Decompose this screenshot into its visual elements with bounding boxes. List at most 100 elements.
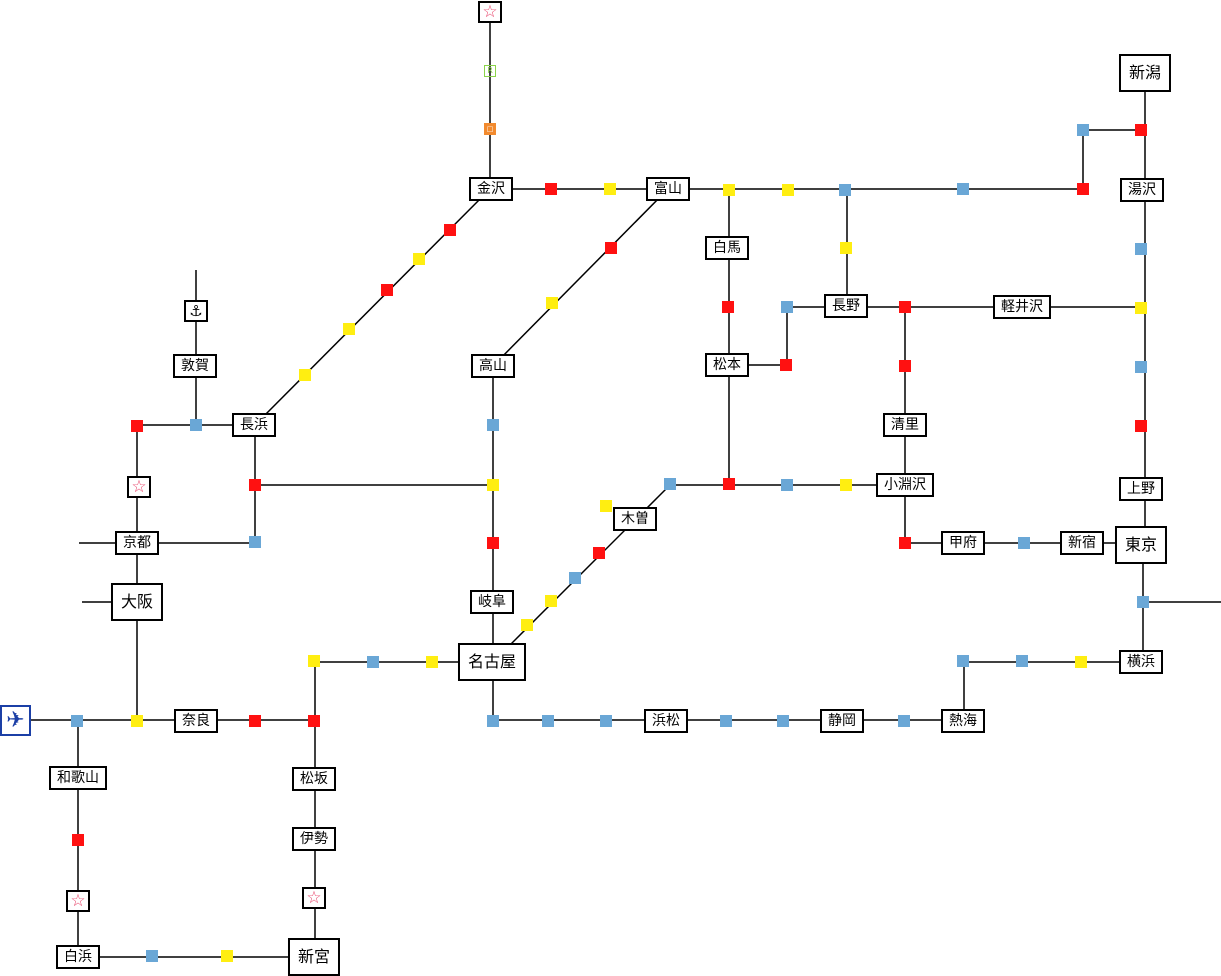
city-takayama[interactable]: 高山	[471, 354, 515, 378]
blue-stop[interactable]	[367, 656, 379, 668]
city-nagano[interactable]: 長野	[824, 294, 868, 318]
city-osaka[interactable]: 大阪	[110, 583, 164, 621]
blue-stop[interactable]	[71, 715, 83, 727]
city-kobuchizawa[interactable]: 小淵沢	[876, 473, 934, 497]
blue-stop[interactable]	[664, 478, 676, 490]
yellow-stop[interactable]	[545, 595, 557, 607]
city-kofu[interactable]: 甲府	[941, 531, 985, 555]
red-stop[interactable]	[545, 183, 557, 195]
city-hakuba[interactable]: 白馬	[705, 236, 749, 260]
city-nara[interactable]: 奈良	[174, 709, 218, 733]
city-kiso[interactable]: 木曽	[613, 507, 657, 531]
yellow-stop[interactable]	[1075, 656, 1087, 668]
yellow-stop[interactable]	[600, 500, 612, 512]
red-stop[interactable]	[1135, 124, 1147, 136]
yellow-stop[interactable]	[604, 183, 616, 195]
red-stop[interactable]	[487, 537, 499, 549]
city-ueno[interactable]: 上野	[1119, 477, 1163, 501]
yellow-stop[interactable]	[782, 184, 794, 196]
yellow-stop[interactable]	[546, 297, 558, 309]
blue-stop[interactable]	[1018, 537, 1030, 549]
yellow-stop[interactable]	[413, 253, 425, 265]
blue-stop[interactable]	[569, 572, 581, 584]
star-station[interactable]: ☆	[66, 890, 90, 912]
airport-station[interactable]: ✈	[0, 705, 31, 736]
yellow-stop[interactable]	[131, 715, 143, 727]
red-stop[interactable]	[899, 360, 911, 372]
city-shirahama[interactable]: 白浜	[56, 945, 100, 969]
yellow-stop[interactable]	[221, 950, 233, 962]
star-station[interactable]: ☆	[302, 887, 326, 909]
red-stop[interactable]	[444, 224, 456, 236]
blue-stop[interactable]	[1016, 655, 1028, 667]
blue-stop[interactable]	[487, 715, 499, 727]
star-station[interactable]: ☆	[478, 1, 502, 23]
port-station[interactable]: ⚓	[184, 300, 208, 322]
city-toyama[interactable]: 富山	[646, 177, 690, 201]
red-stop[interactable]	[249, 715, 261, 727]
yellow-stop[interactable]	[723, 184, 735, 196]
city-atami[interactable]: 熱海	[941, 709, 985, 733]
yellow-stop[interactable]	[487, 479, 499, 491]
blue-stop[interactable]	[957, 655, 969, 667]
star-station[interactable]: ☆	[127, 476, 151, 498]
red-stop[interactable]	[899, 537, 911, 549]
red-stop[interactable]	[249, 479, 261, 491]
city-niigata[interactable]: 新潟	[1118, 54, 1172, 92]
blue-stop[interactable]	[839, 184, 851, 196]
city-matsumoto[interactable]: 松本	[705, 353, 749, 377]
blue-stop[interactable]	[1135, 243, 1147, 255]
city-yokohama[interactable]: 横浜	[1119, 650, 1163, 674]
yellow-stop[interactable]	[308, 655, 320, 667]
city-karuizawa[interactable]: 軽井沢	[993, 295, 1051, 319]
city-kiyosato[interactable]: 清里	[883, 413, 927, 437]
blue-stop[interactable]	[1077, 124, 1089, 136]
red-stop[interactable]	[899, 301, 911, 313]
blue-stop[interactable]	[146, 950, 158, 962]
yellow-stop[interactable]	[1135, 302, 1147, 314]
red-stop[interactable]	[722, 301, 734, 313]
city-tsuruga[interactable]: 敦賀	[173, 354, 217, 378]
blue-stop[interactable]	[781, 479, 793, 491]
blue-stop[interactable]	[898, 715, 910, 727]
yellow-stop[interactable]	[299, 369, 311, 381]
blue-stop[interactable]	[781, 301, 793, 313]
city-yuzawa[interactable]: 湯沢	[1120, 178, 1164, 202]
yellow-stop[interactable]	[521, 619, 533, 631]
yellow-stop[interactable]	[840, 479, 852, 491]
red-stop[interactable]	[308, 715, 320, 727]
city-shingu[interactable]: 新宮	[287, 938, 341, 976]
blue-stop[interactable]	[1135, 361, 1147, 373]
red-stop[interactable]	[381, 284, 393, 296]
yellow-stop[interactable]	[426, 656, 438, 668]
red-stop[interactable]	[72, 834, 84, 846]
city-nagahama[interactable]: 長浜	[232, 413, 276, 437]
city-shinjuku[interactable]: 新宿	[1060, 531, 1104, 555]
blue-stop[interactable]	[600, 715, 612, 727]
city-gifu[interactable]: 岐阜	[470, 590, 514, 614]
city-kyoto[interactable]: 京都	[115, 531, 159, 555]
red-stop[interactable]	[593, 547, 605, 559]
blue-stop[interactable]	[487, 419, 499, 431]
blue-stop[interactable]	[777, 715, 789, 727]
blue-stop[interactable]	[1137, 596, 1149, 608]
blue-stop[interactable]	[957, 183, 969, 195]
red-stop[interactable]	[1077, 183, 1089, 195]
blue-stop[interactable]	[190, 419, 202, 431]
red-stop[interactable]	[723, 478, 735, 490]
blue-stop[interactable]	[542, 715, 554, 727]
city-tokyo[interactable]: 東京	[1114, 526, 1168, 564]
yellow-stop[interactable]	[840, 242, 852, 254]
city-wakayama[interactable]: 和歌山	[49, 766, 107, 790]
city-nagoya[interactable]: 名古屋	[457, 643, 527, 681]
city-shizuoka[interactable]: 静岡	[820, 709, 864, 733]
restaurant-mark[interactable]: R	[484, 65, 496, 77]
city-hamamatsu[interactable]: 浜松	[644, 709, 688, 733]
yellow-stop[interactable]	[343, 323, 355, 335]
city-kanazawa[interactable]: 金沢	[469, 177, 513, 201]
city-ise[interactable]: 伊勢	[292, 827, 336, 851]
red-stop[interactable]	[780, 359, 792, 371]
red-stop[interactable]	[131, 420, 143, 432]
red-stop[interactable]	[1135, 420, 1147, 432]
shop-mark[interactable]: □	[484, 123, 496, 135]
